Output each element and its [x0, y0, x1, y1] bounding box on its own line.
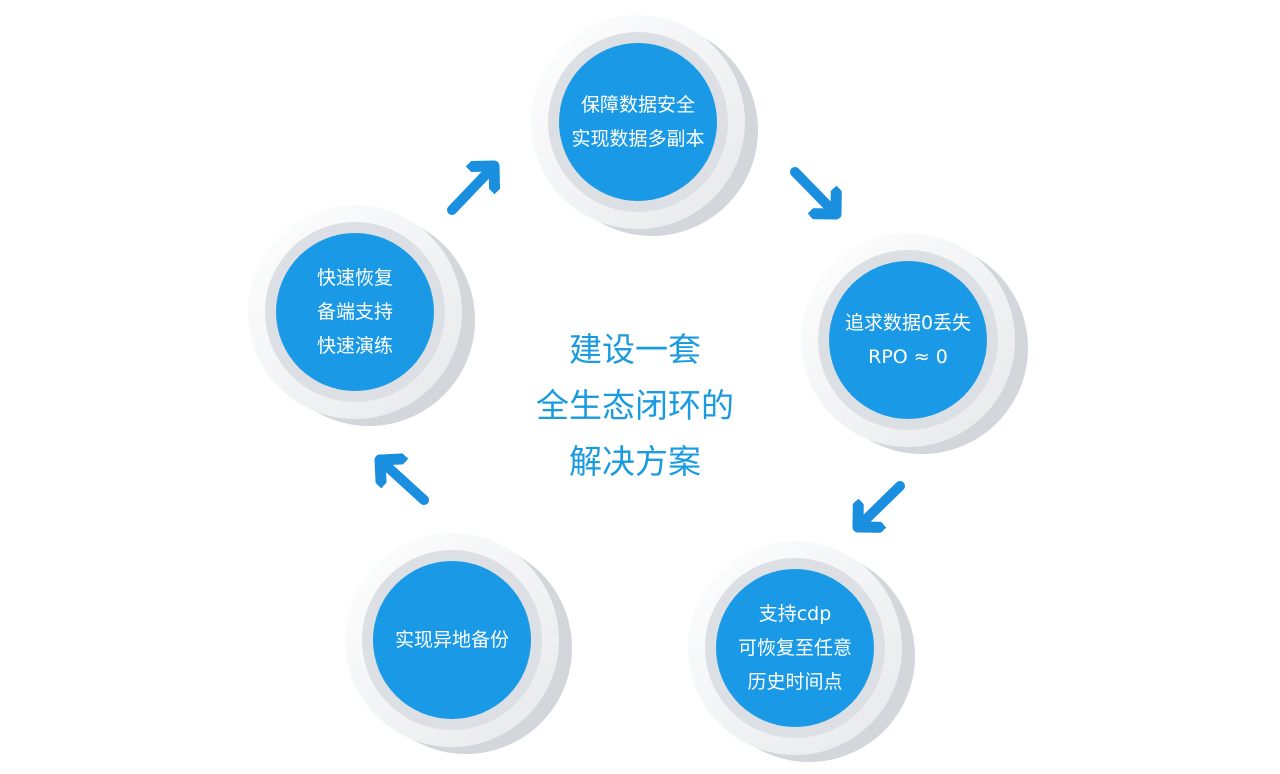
- center-line: 解决方案: [569, 442, 701, 481]
- node-text: 快速演练: [316, 335, 393, 357]
- node-text: 实现数据多副本: [571, 128, 705, 150]
- node-text: 追求数据0丢失: [844, 312, 972, 334]
- node-text: 备端支持: [316, 301, 393, 323]
- center-title: 建设一套 全生态闭环的 解决方案: [485, 322, 785, 490]
- arrow-top-right: [790, 167, 836, 214]
- center-line: 全生态闭环的: [536, 386, 734, 425]
- node-circle: [688, 541, 915, 762]
- arrow-bottom-right: [858, 481, 905, 527]
- node-circle: [531, 15, 758, 236]
- node-data-security: 保障数据安全 实现数据多副本: [558, 42, 718, 202]
- node-text: RPO ≈ 0: [868, 346, 948, 368]
- circle-core: [716, 569, 874, 727]
- circle-core: [829, 261, 987, 419]
- node-text: 支持cdp: [758, 603, 832, 625]
- node-text: 历史时间点: [747, 671, 843, 693]
- node-text: 实现异地备份: [394, 629, 509, 651]
- node-remote-backup: 实现异地备份: [372, 560, 532, 720]
- circle-core: [559, 43, 717, 201]
- node-fast-recovery: 快速恢复 备端支持 快速演练: [275, 232, 435, 392]
- node-zero-loss: 追求数据0丢失 RPO ≈ 0: [828, 260, 988, 420]
- node-circle: [345, 533, 572, 754]
- arrow-bottom-left: [380, 460, 429, 505]
- circle-core: [373, 561, 531, 719]
- node-text: 保障数据安全: [580, 94, 695, 116]
- node-text: 快速恢复: [316, 267, 393, 289]
- node-circle: [801, 233, 1028, 454]
- node-circle: [248, 205, 475, 426]
- node-text: 可恢复至任意: [737, 637, 852, 659]
- node-cdp: 支持cdp 可恢复至任意 历史时间点: [715, 568, 875, 728]
- circle-core: [276, 233, 434, 391]
- arrow-top-left: [447, 166, 494, 215]
- center-line: 建设一套: [569, 330, 701, 369]
